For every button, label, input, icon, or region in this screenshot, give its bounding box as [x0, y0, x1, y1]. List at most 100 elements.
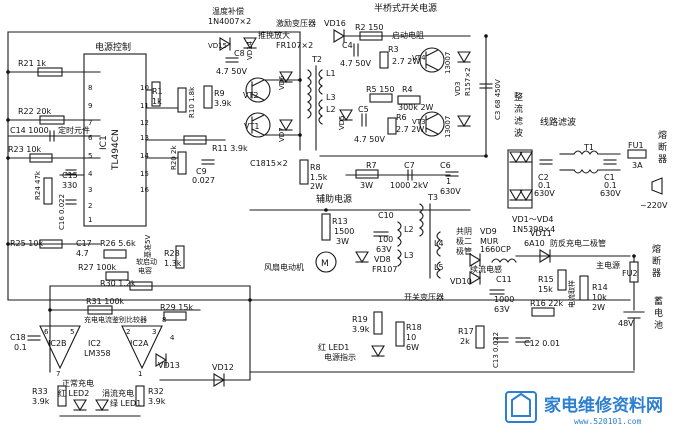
ic1-pin-9: 9 [88, 102, 92, 110]
t2-label: T2 [311, 55, 322, 64]
c1-label: C1 [604, 173, 615, 182]
vd10-label: VD10 [450, 277, 472, 286]
aux-power-label: 辅助电源 [316, 193, 352, 205]
junction-dot [484, 154, 488, 158]
r4-label: R4 [402, 85, 413, 94]
junction-dot [48, 308, 52, 312]
watermark-text: 家电维修资料网 [544, 395, 663, 416]
c3-label: C3 68 450V [494, 79, 502, 120]
ic1-pin-12: 12 [140, 119, 149, 127]
watermark: 家电维修资料网 www.520101.com [505, 391, 663, 426]
t3-l5-coil [436, 261, 441, 279]
vd12-label: VD12 [212, 363, 234, 372]
fuse2-label-1: 熔 [652, 243, 661, 255]
r8-resistor [299, 159, 309, 185]
t2-l2-coil [318, 99, 323, 125]
ic2a-label: IC2A [130, 339, 149, 348]
ic2a-pin-8: 8 [162, 316, 166, 324]
ic1-pin-6: 6 [88, 134, 93, 142]
vd11-label: VD11 [530, 229, 552, 238]
r26-resistor [103, 249, 127, 259]
c16-label: C16 0.022 [58, 194, 66, 230]
led1-diode [371, 345, 385, 358]
vt4-part: 13007 [444, 52, 452, 74]
r21-resistor [37, 67, 63, 77]
vd9-label: VD9 [480, 227, 497, 236]
motor-m-label: M [321, 259, 329, 269]
r13-value: 1500 [334, 227, 354, 236]
r30-label: R30 1.2k [100, 279, 136, 288]
vt4-transistor [419, 47, 445, 73]
vd5-label: VD5 [338, 115, 346, 130]
bridge-diode-2 [519, 151, 533, 164]
led2-diode [73, 399, 87, 412]
r13-value2: 3W [336, 237, 349, 246]
r16-label: R16 22k [530, 299, 563, 308]
c15-label: C15 [62, 171, 78, 180]
r17-label: R17 [458, 327, 474, 336]
junction-dot [632, 254, 636, 258]
c7-value: 1000 2kV [390, 181, 429, 190]
r1-label: R1 [152, 87, 163, 96]
ic2b-pin-6: 6 [44, 328, 49, 336]
c18-label: C18 [10, 333, 26, 342]
ic1-pin-10: 10 [140, 84, 149, 92]
c11-label: C11 [496, 275, 512, 284]
vd6-diode [279, 71, 293, 84]
vd9-diode [469, 253, 482, 267]
ic1-pin-14: 14 [140, 152, 149, 160]
c10-value2: 63V [376, 245, 392, 254]
r6-value: 2.7 2W [396, 125, 424, 134]
c2-label: C2 [538, 173, 549, 182]
junction-dot [324, 208, 328, 212]
vd3-value: R157×2 [464, 67, 472, 96]
fu1-value: 3A [632, 161, 643, 170]
ic1-pin-4: 4 [88, 170, 93, 178]
r14-resistor [579, 275, 589, 301]
bridge-diode-4 [519, 189, 533, 202]
led1-label: 红 LED1 [318, 342, 349, 352]
vd7-diode [279, 119, 293, 132]
fu1-label: FU1 [628, 141, 644, 150]
ic2a-pin-4: 4 [170, 334, 175, 342]
fu1-fuse [627, 149, 647, 159]
watermark-logo-icon [505, 391, 537, 423]
r8-value: 1.5k [310, 173, 328, 182]
fuse-label-2: 断 [658, 141, 667, 153]
r1-resistor [151, 81, 161, 107]
mur-part-label: 1660CP [480, 245, 511, 254]
r28-label: R28 [164, 249, 180, 258]
red-led2-label: 红 LED2 [58, 388, 89, 398]
start-resistor-label: 启动电阻 [392, 30, 424, 40]
c6-value2: 630V [440, 187, 461, 196]
r15-resistor [557, 269, 567, 291]
c1815-label: C1815×2 [250, 159, 288, 168]
vt1-emitter [251, 128, 265, 136]
t3-l4-coil [436, 231, 441, 257]
c12-label: C12 0.01 [524, 339, 560, 348]
current-sample-label: 电流取样 [567, 280, 576, 308]
ac-input-label: ~220V [640, 201, 668, 210]
r18-value: 10 [406, 333, 416, 342]
vd11-part-label: 6A10 [524, 239, 545, 248]
r18-resistor [395, 321, 405, 347]
fr107x2-label: FR107×2 [276, 41, 313, 50]
c10-label: C10 [378, 211, 394, 220]
c8-label: C8 [234, 49, 245, 58]
fuse2-label-2: 断 [652, 255, 661, 267]
rectifier-label-4: 波 [514, 127, 523, 139]
soft-start-label-2: 电容 [138, 266, 152, 275]
push-pull-amp-label: 推挽放大 [258, 30, 290, 40]
l5-label: L5 [434, 263, 444, 272]
vt1-transistor [245, 112, 271, 138]
c11-value2: 63V [494, 305, 510, 314]
vd8-diode [355, 251, 369, 264]
ic2-label: IC2 [88, 339, 101, 348]
vd6-label: VD6 [278, 75, 286, 90]
normal-charge-label: 正常充电 [62, 378, 94, 388]
r15-label: R15 [538, 275, 554, 284]
junction-dot [248, 298, 252, 302]
mur-label: MUR [480, 237, 499, 246]
r13-label: R13 [332, 217, 348, 226]
t2-primary-coil [307, 69, 312, 119]
